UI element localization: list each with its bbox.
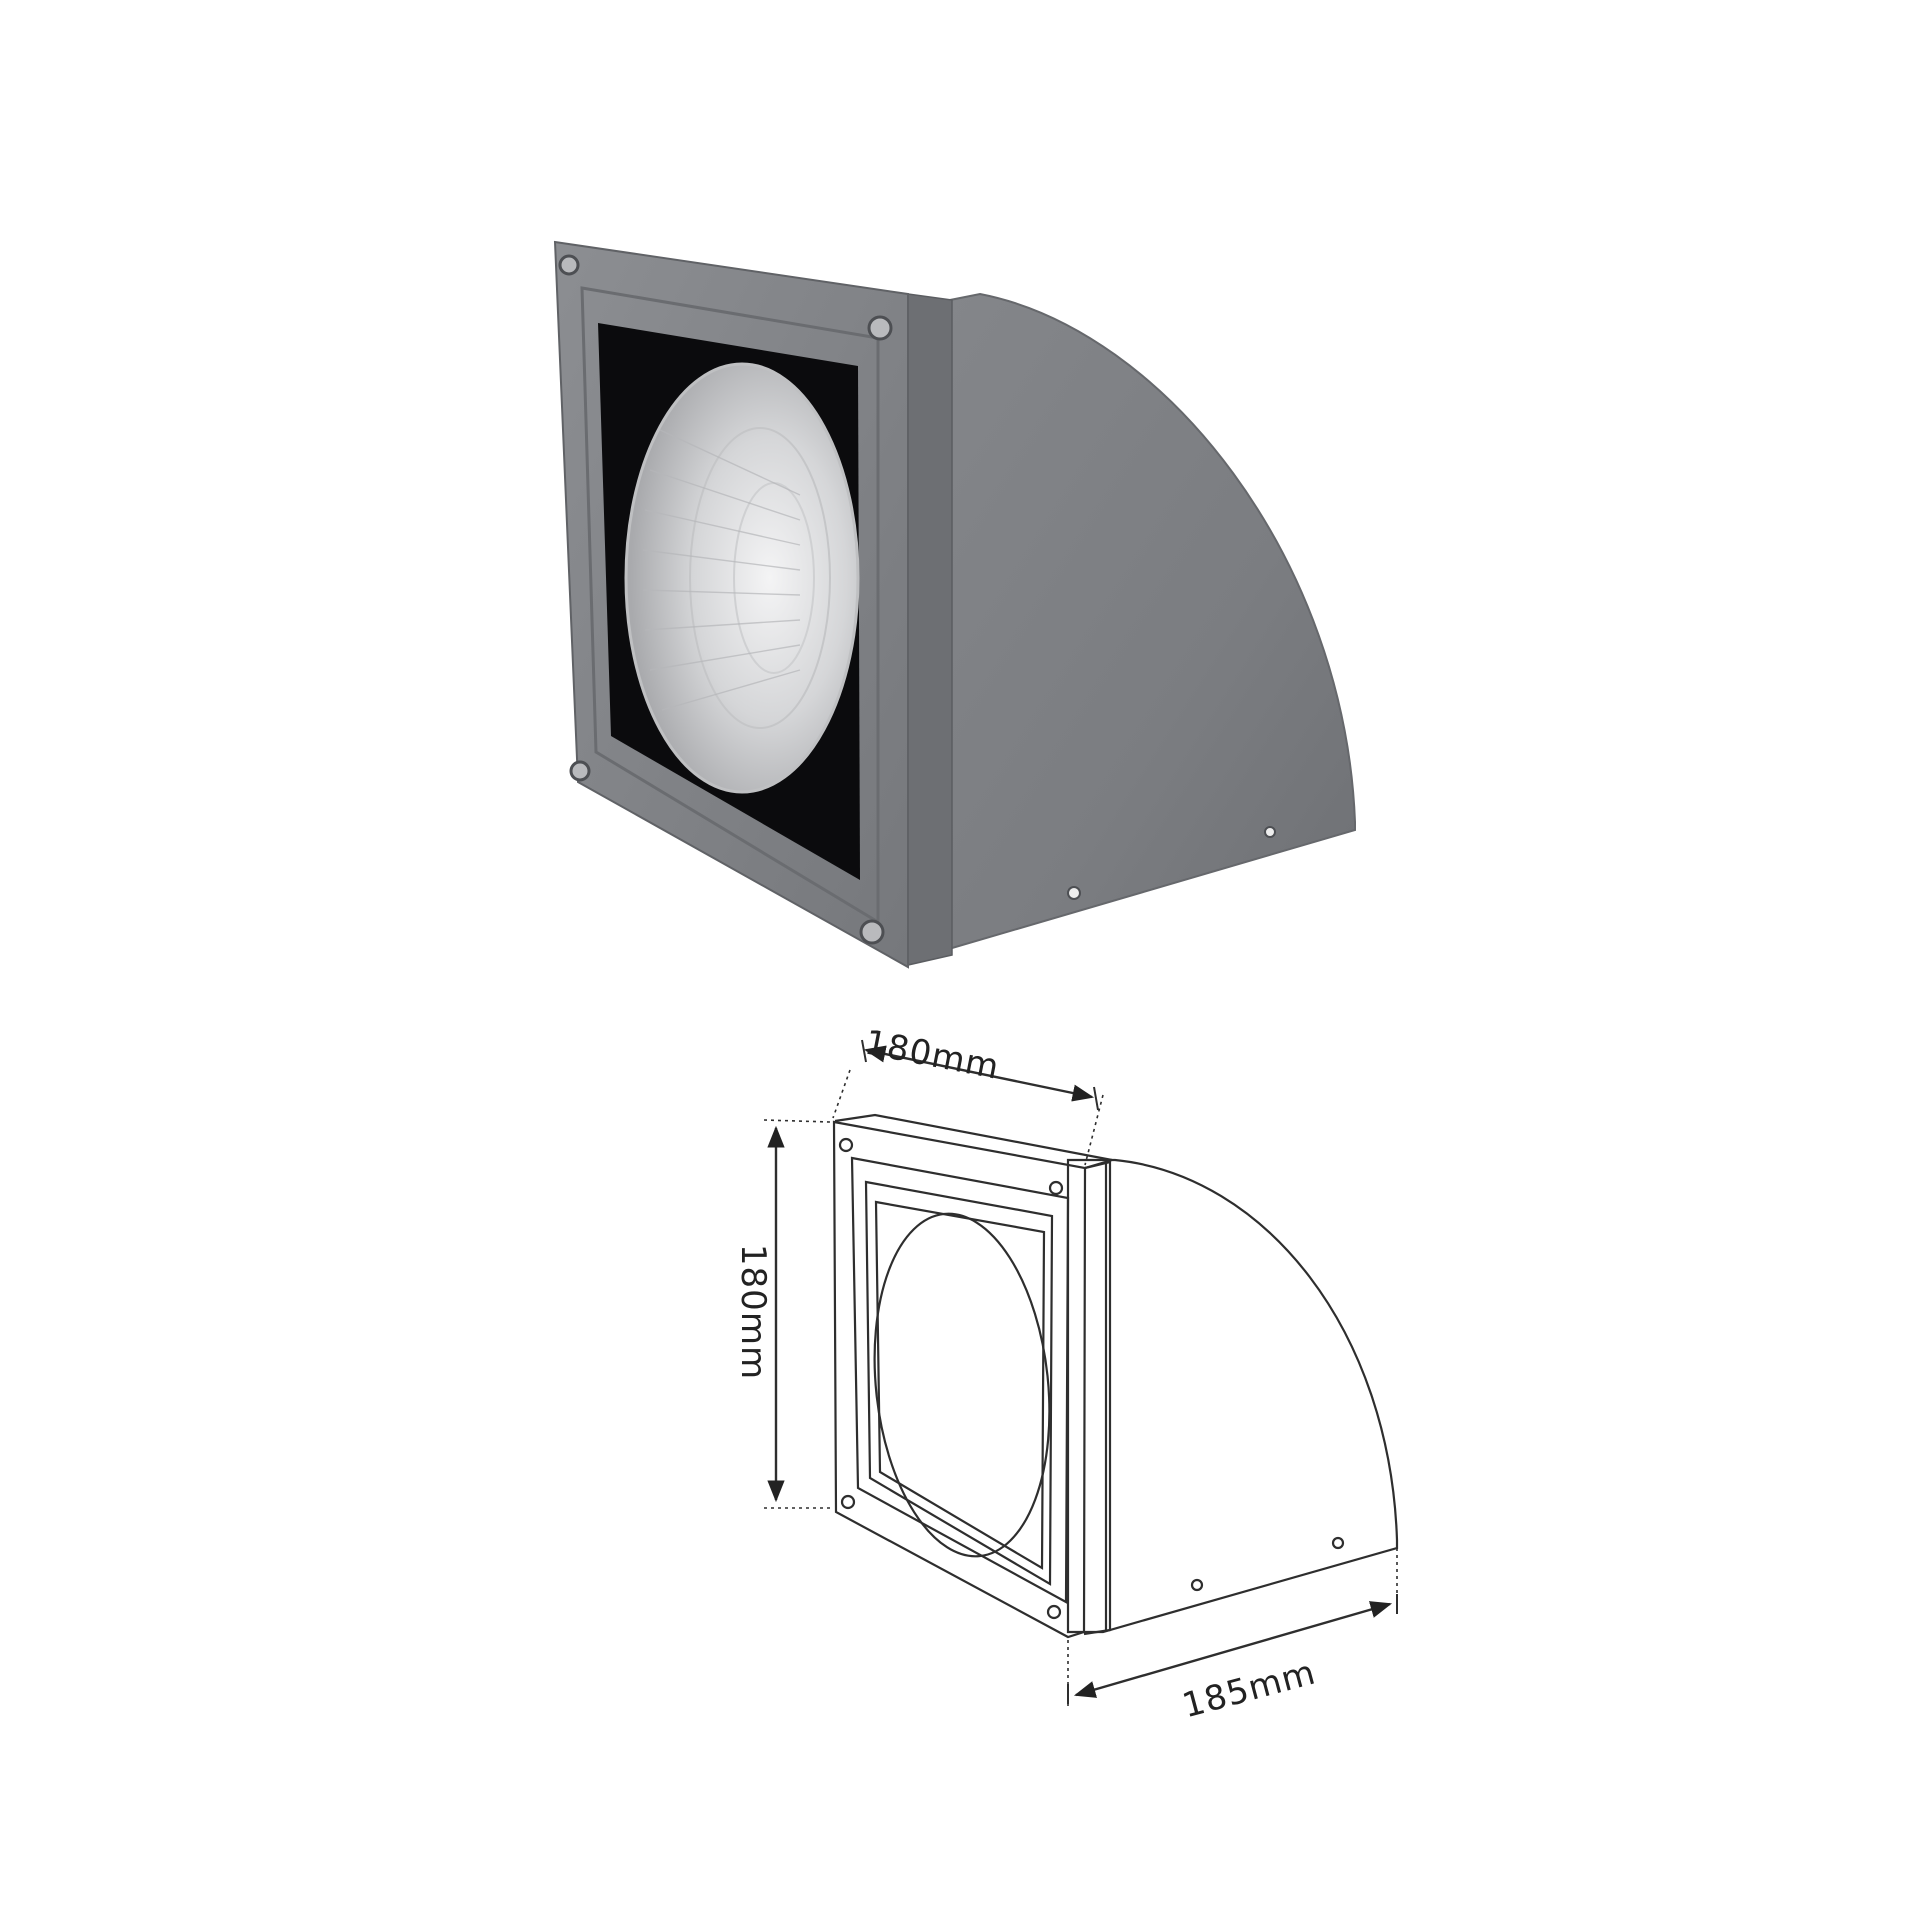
screw-icon [1048,1180,1064,1196]
dimension-drawing [763,1039,1399,1710]
drawing-bezel-inner-1 [850,1156,1070,1604]
drawing-bezel-inner-3 [874,1200,1046,1570]
side-hole-1 [1067,886,1081,900]
width-dimension [832,1039,1104,1166]
drawing-side-hole-2 [1331,1536,1345,1550]
drawing-lens [873,1212,1051,1558]
height-dimension [763,1119,834,1509]
drawing-housing-side [1066,1158,1399,1634]
housing-side [934,292,1356,955]
drawing-bezel-inner-2 [864,1180,1054,1586]
depth-label: 185mm [1178,1652,1320,1726]
screw-icon [558,254,893,945]
frame-depth [907,293,953,966]
screw-icon [838,1137,854,1153]
depth-dimension [1067,1548,1398,1710]
product-photo [553,240,1356,969]
screw-icon [1046,1604,1062,1620]
led-reflector [624,362,860,794]
width-label: 180mm [861,1023,1002,1088]
drawing-side-hole-1 [1190,1578,1204,1592]
height-label: 180mm [733,1244,773,1380]
side-hole-2 [1264,826,1276,838]
screw-icon [840,1494,856,1510]
